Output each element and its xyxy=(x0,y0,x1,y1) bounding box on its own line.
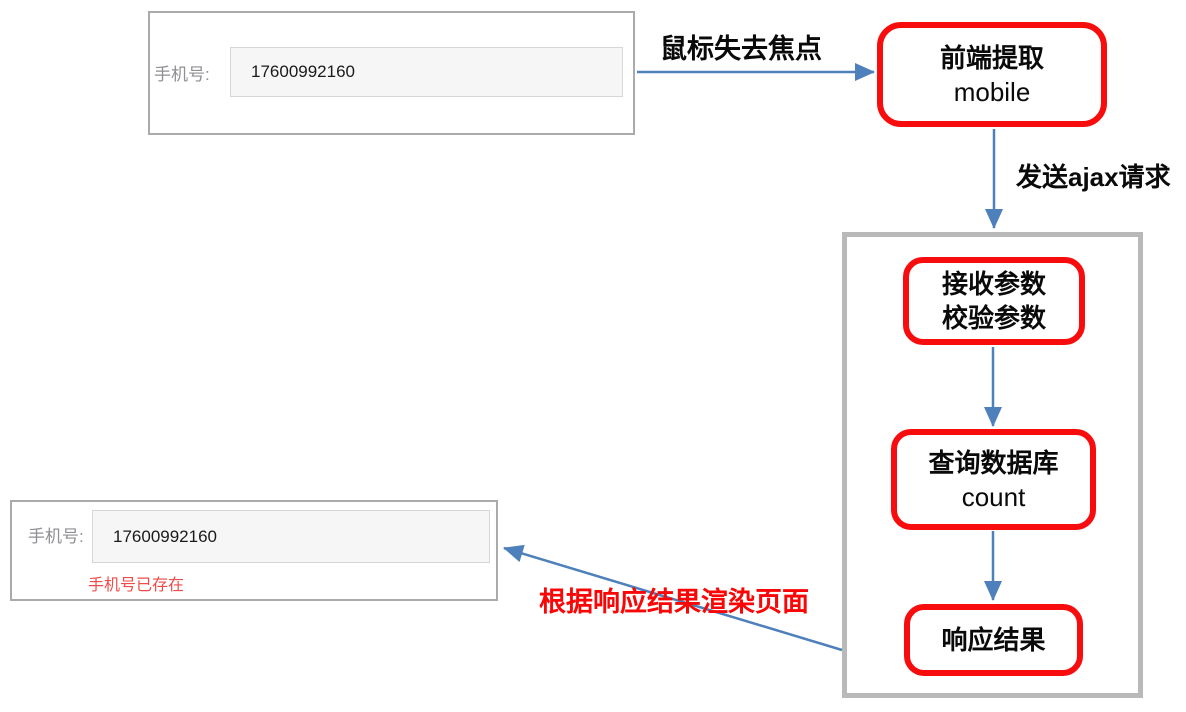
form-bottom: 手机号: 手机号已存在 xyxy=(10,500,498,601)
form-bottom-phone-label: 手机号: xyxy=(28,527,84,546)
node-response-result: 响应结果 xyxy=(904,604,1083,676)
node-receive-validate-params: 接收参数 校验参数 xyxy=(903,257,1085,345)
node-query-line2: count xyxy=(961,481,1026,512)
node-query-database-count: 查询数据库 count xyxy=(891,429,1096,530)
edge-label-render-page: 根据响应结果渲染页面 xyxy=(539,587,809,617)
edge-label-mouse-blur: 鼠标失去焦点 xyxy=(660,34,822,64)
form-top-phone-label: 手机号: xyxy=(154,65,210,84)
node-frontend-line1: 前端提取 xyxy=(939,42,1044,73)
node-frontend-line2: mobile xyxy=(953,76,1031,107)
form-top: 手机号: xyxy=(148,11,635,135)
node-frontend-extract-mobile: 前端提取 mobile xyxy=(877,22,1107,127)
node-receive-line1: 接收参数 xyxy=(941,269,1046,299)
node-receive-line2: 校验参数 xyxy=(941,303,1046,333)
node-query-line1: 查询数据库 xyxy=(928,447,1059,478)
form-bottom-error-text: 手机号已存在 xyxy=(88,577,185,594)
form-bottom-phone-input[interactable] xyxy=(92,510,490,563)
edge-label-send-ajax: 发送ajax请求 xyxy=(1016,162,1171,192)
form-top-phone-input[interactable] xyxy=(230,47,623,97)
node-respond-line1: 响应结果 xyxy=(941,625,1046,655)
